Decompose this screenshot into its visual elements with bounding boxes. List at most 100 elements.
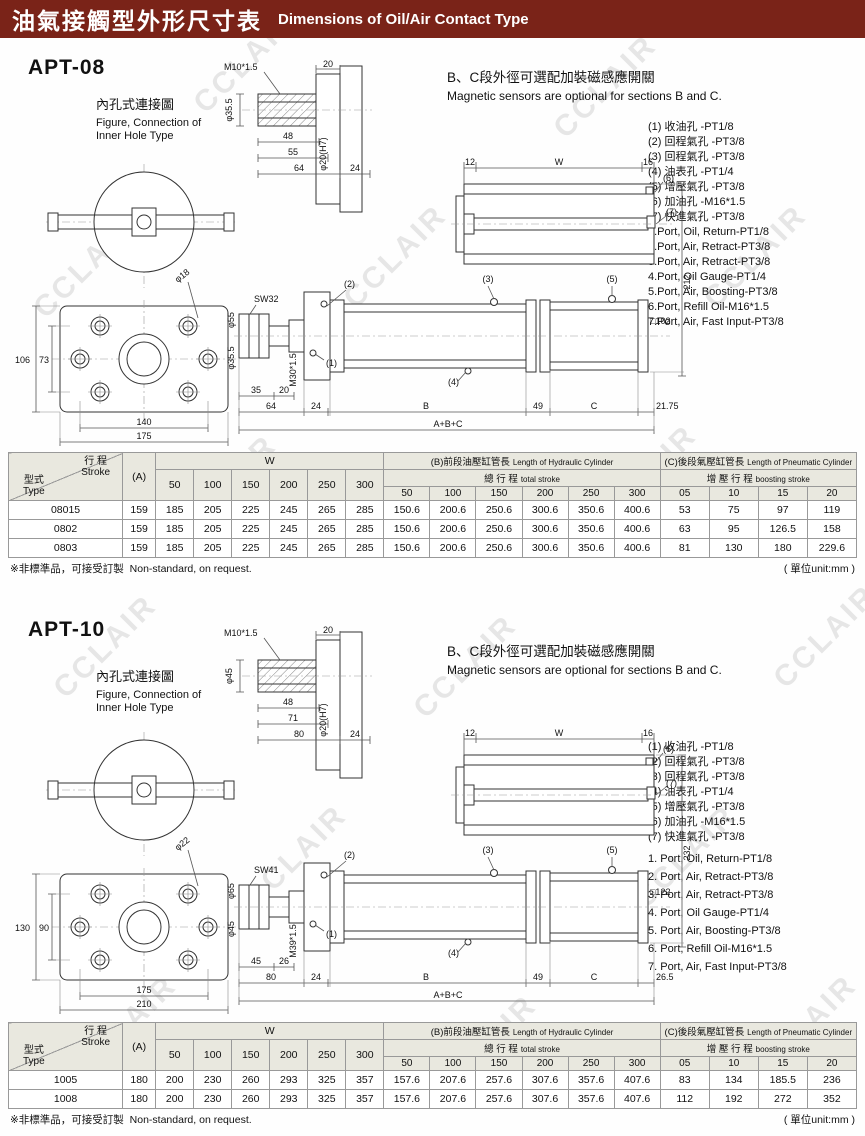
header-cell: 15: [757, 1056, 808, 1071]
cell: 325: [307, 1070, 347, 1090]
port-list-zh: (1) 收油孔 -PT1/8 (2) 回程氣孔 -PT3/8 (3) 回程氣孔 …: [648, 120, 745, 225]
figure-label-en: Inner Hole Type: [96, 130, 174, 142]
port-label-zh: (1) 收油孔 -PT1/8: [648, 741, 734, 753]
dim-h-outer: 130: [15, 923, 30, 933]
dim-dia1: φ55: [226, 312, 236, 328]
header-cell: 250: [567, 1056, 615, 1071]
cell: 200.6: [429, 519, 477, 539]
header-cell-b: (B)前段油壓缸管長 Length of Hydraulic Cylinder: [383, 1022, 661, 1040]
cell: 150.6: [383, 519, 431, 539]
cell: 257.6: [475, 1070, 523, 1090]
cell: 307.6: [521, 1070, 569, 1090]
header-cell: 50: [383, 486, 431, 501]
model-title: APT-10: [28, 618, 106, 641]
page-banner: 油氣接觸型外形尺寸表 Dimensions of Oil/Air Contact…: [0, 0, 865, 38]
port-label-zh: (4) 油表孔 -PT1/4: [648, 786, 734, 798]
section-apt-10: APT-10 內孔式連接圖 Figure, Connection of Inne…: [0, 612, 865, 1020]
callout-4: (4): [448, 377, 459, 387]
dim-thread: M10*1.5: [224, 628, 258, 638]
dim-20: 20: [323, 625, 333, 635]
header-cell: 200: [269, 469, 309, 501]
dim-l3: 64: [294, 163, 304, 173]
sensor-note: B、C段外徑可選配加裝磁感應開關 Magnetic sensors are op…: [447, 66, 722, 103]
cell: 236: [806, 1070, 858, 1090]
cell: 134: [708, 1070, 759, 1090]
cell: 200.6: [429, 500, 477, 520]
dim-w-outer: 175: [136, 431, 151, 441]
header-cell: 150: [475, 1056, 523, 1071]
cell: 150.6: [383, 500, 431, 520]
callout-2: (2): [344, 279, 355, 289]
cell: 245: [269, 500, 309, 520]
cell: 350.6: [567, 500, 615, 520]
table-row: 1008 180 200 230 260 293 325 357 157.6 2…: [7, 1089, 858, 1109]
dim-bore: φ20(H7): [318, 137, 328, 170]
cell-type: 1005: [7, 1070, 124, 1090]
cell: 245: [269, 519, 309, 539]
header-cell-total-stroke: 總 行 程 total stroke: [383, 469, 661, 487]
header-cell: 50: [155, 469, 195, 501]
port-label-en: 7. Port, Air, Fast Input-PT3/8: [648, 961, 787, 973]
cell: 407.6: [613, 1089, 661, 1109]
cell: 159: [122, 538, 157, 558]
cell: 325: [307, 1089, 347, 1109]
port-label-zh: (3) 回程氣孔 -PT3/8: [648, 151, 745, 163]
section-apt-08: APT-08 內孔式連接圖 Figure, Connection of Inne…: [0, 50, 865, 452]
callout-7: (7): [666, 207, 677, 217]
callout-3: (3): [483, 845, 494, 855]
header-cell: 20: [806, 486, 858, 501]
dim-c: C: [591, 972, 598, 982]
dim-thread: M39*1.5: [288, 924, 298, 958]
assembly-drawing: 12 W 16 (6) (7) 232 □122 SW41 φ65 φ45 M3…: [226, 728, 692, 1005]
cell: 300.6: [521, 500, 569, 520]
port-label-zh: (6) 加油孔 -M16*1.5: [648, 816, 746, 828]
cell: 207.6: [429, 1089, 477, 1109]
table-footnote: ※非標準品，可接受訂製 Non-standard, on request. ( …: [8, 1112, 857, 1127]
header-cell: 150: [231, 469, 271, 501]
header-cell: 150: [231, 1039, 271, 1071]
callout-3: (3): [483, 274, 494, 284]
dim-16: 16: [643, 157, 653, 167]
dim-square: □122: [650, 887, 670, 897]
port-label-en: 4. Port, Oil Gauge-PT1/4: [648, 907, 770, 919]
dim-dia2: φ35.5: [226, 346, 236, 369]
dim-b: B: [423, 401, 429, 411]
cell: 285: [345, 519, 385, 539]
dim-dia2: φ45: [226, 921, 236, 937]
dim-b: B: [423, 972, 429, 982]
header-cell-total-stroke: 總 行 程 total stroke: [383, 1039, 661, 1057]
cell-type: 0802: [7, 519, 124, 539]
cell: 83: [659, 1070, 710, 1090]
assembly-drawing: 12 W 16 (6) (7) 212 □102 SW32 φ55 φ35.5 …: [226, 157, 692, 434]
port-label-en: 2. Port, Air, Retract-PT3/8: [648, 871, 774, 883]
header-cell: 300: [613, 486, 661, 501]
cell: 260: [231, 1070, 271, 1090]
note-zh: ※非標準品，可接受訂製: [10, 1114, 124, 1126]
dim-c: C: [591, 401, 598, 411]
header-cell-a: (A): [122, 452, 157, 501]
callout-6: (6): [663, 744, 674, 754]
dim-thread: M30*1.5: [288, 353, 298, 387]
dim-w: W: [555, 728, 564, 738]
cell: 75: [708, 500, 759, 520]
cell: 352: [806, 1089, 858, 1109]
dim-dia1: φ65: [226, 883, 236, 899]
figure-label: 內孔式連接圖 Figure, Connection of Inner Hole …: [96, 666, 236, 715]
sensor-note-zh: B、C段外徑可選配加裝磁感應開關: [447, 70, 655, 85]
figure-label-en: Inner Hole Type: [96, 702, 174, 714]
cell: 112: [659, 1089, 710, 1109]
cell: 200: [155, 1070, 195, 1090]
cell-type: 1008: [7, 1089, 124, 1109]
table-subheader-row: 50 100 150 200 250 300 總 行 程 total strok…: [9, 469, 858, 501]
figure-label-zh: 內孔式連接圖: [96, 669, 175, 684]
cell: 225: [231, 500, 271, 520]
cell: 350.6: [567, 519, 615, 539]
cell: 265: [307, 519, 347, 539]
header-cell: 05: [659, 486, 710, 501]
port-label-en: 3. Port, Air, Retract-PT3/8: [648, 889, 774, 901]
header-cell-w: W: [155, 1022, 385, 1040]
dim-bore: φ20(H7): [318, 703, 328, 736]
dim-w-inner: 175: [136, 985, 151, 995]
